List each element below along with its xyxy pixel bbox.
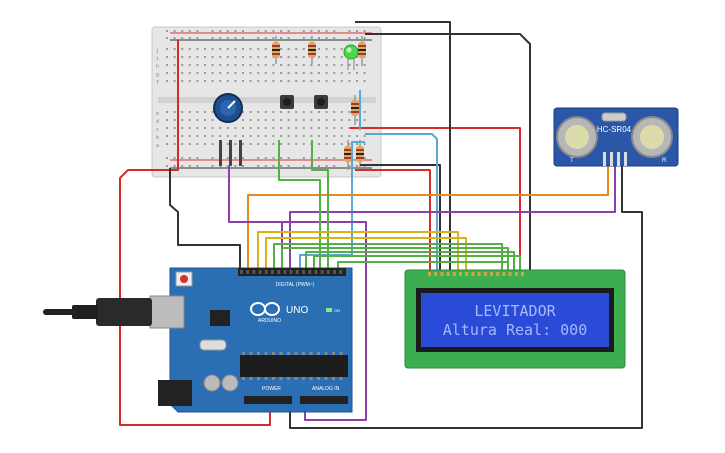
potentiometer-icon[interactable] <box>213 93 243 166</box>
sensor-mark-t: T <box>570 158 574 164</box>
digital-header-label: DIGITAL (PWM~) <box>276 282 315 288</box>
resistor-icon <box>351 95 359 125</box>
wire-green-3 <box>305 251 515 270</box>
svg-text:i: i <box>156 56 159 62</box>
pushbutton-icon[interactable] <box>280 95 294 109</box>
wire-black-top2 <box>365 33 531 270</box>
power-header-label: POWER <box>262 386 281 392</box>
svg-text:h: h <box>156 64 159 70</box>
pushbutton-icon[interactable] <box>314 95 328 109</box>
analog-header-label: ANALOG IN <box>312 386 340 392</box>
arduino-logo-icon <box>250 302 280 316</box>
lcd-module[interactable]: LEVITADOR Altura Real: 000 <box>404 269 626 369</box>
resistor-icon <box>308 36 316 64</box>
led-icon[interactable] <box>343 44 359 70</box>
svg-text:a: a <box>156 143 159 149</box>
svg-text:j: j <box>156 48 159 54</box>
svg-text:g: g <box>156 72 159 78</box>
wire-blue <box>365 133 438 270</box>
board-model: UNO <box>286 305 308 316</box>
ultrasonic-sensor[interactable]: HC-SR04 T R <box>553 107 679 167</box>
svg-text:b: b <box>156 135 159 141</box>
wire-green-btn1 <box>278 140 321 270</box>
wire-black-sensor <box>289 165 643 429</box>
wire-green-2 <box>281 247 509 270</box>
board-brand: ARDUINO <box>258 318 281 324</box>
wires <box>119 21 643 429</box>
resistor-icon <box>344 140 352 170</box>
on-led-label: ON <box>334 308 340 313</box>
lcd-line-2: Altura Real: 000 <box>443 321 588 339</box>
sensor-mark-r: R <box>662 158 667 164</box>
wire-black-top <box>355 21 451 270</box>
wire-black-gnd <box>169 168 241 270</box>
wire-red-lcd <box>355 169 431 270</box>
sensor-label: HC-SR04 <box>597 125 632 134</box>
wire-purple-sensor <box>289 165 616 270</box>
wire-blue2 <box>299 141 365 270</box>
lcd-line-1: LEVITADOR <box>474 302 556 320</box>
resistor-icon <box>358 36 366 66</box>
arduino-uno-board[interactable]: DIGITAL (PWM~) POWER ANALOG IN UNO ARDUI… <box>149 267 353 413</box>
wire-orange <box>247 165 609 270</box>
lcd-screen <box>421 293 609 347</box>
wire-black-lcd <box>360 164 441 270</box>
resistor-icon <box>272 36 280 64</box>
svg-text:e: e <box>156 111 159 117</box>
wire-red-bb <box>350 127 521 270</box>
svg-text:c: c <box>156 127 159 133</box>
svg-text:f: f <box>156 80 159 86</box>
usb-cable-icon <box>43 298 152 326</box>
wire-purple-pot <box>228 166 367 421</box>
svg-text:d: d <box>156 119 159 125</box>
wire-green-5 <box>337 261 509 270</box>
wire-red-5v <box>119 40 271 426</box>
wire-green-4 <box>313 255 521 270</box>
wire-green-btn2 <box>311 140 329 270</box>
wire-yellow-2 <box>265 237 467 270</box>
